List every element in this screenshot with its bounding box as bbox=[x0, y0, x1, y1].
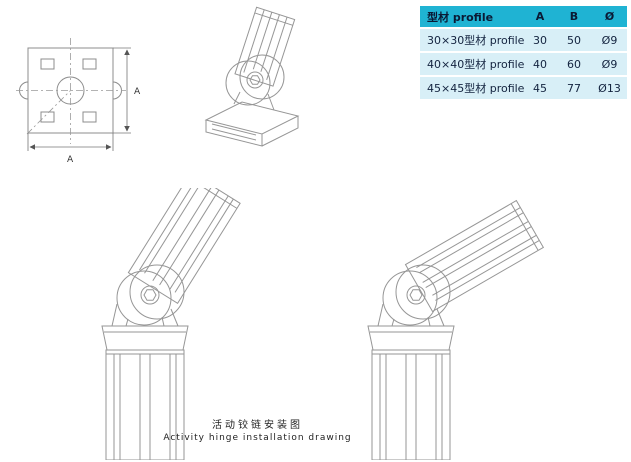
cell-profile: 45×45型材 profile bbox=[427, 82, 525, 95]
cell-dia: Ø13 bbox=[598, 81, 621, 95]
cell-b: 60 bbox=[567, 57, 581, 71]
cell-a: 45 bbox=[533, 81, 547, 95]
cell-b: 50 bbox=[567, 33, 581, 47]
header-a: A bbox=[535, 10, 545, 23]
profile-spec-table: 型材 profile A B Ø 30×30型材 profile 30 50 Ø… bbox=[420, 6, 627, 99]
caption-english: Activity hinge installation drawing bbox=[163, 433, 352, 443]
header-b: B bbox=[569, 10, 579, 23]
cell-dia: Ø9 bbox=[601, 33, 618, 47]
cell-a: 40 bbox=[533, 57, 547, 71]
cell-profile: 40×40型材 profile bbox=[427, 58, 525, 71]
table-row: 45×45型材 profile 45 77 Ø13 bbox=[420, 77, 627, 99]
dim-label-vertical: A bbox=[134, 87, 141, 97]
cell-dia: Ø9 bbox=[601, 57, 618, 71]
front-view-drawing: A A bbox=[14, 38, 164, 173]
hinge-install-left-drawing bbox=[58, 188, 268, 460]
cell-b: 77 bbox=[567, 81, 581, 95]
caption-chinese: 活动铰链安装图 bbox=[212, 420, 303, 431]
spec-table-header-row: 型材 profile A B Ø bbox=[420, 6, 627, 27]
header-dia: Ø bbox=[604, 10, 615, 23]
table-row: 30×30型材 profile 30 50 Ø9 bbox=[420, 29, 627, 51]
cell-a: 30 bbox=[533, 33, 547, 47]
cell-profile: 30×30型材 profile bbox=[427, 34, 525, 47]
header-profile: 型材 profile bbox=[427, 10, 494, 24]
hinge-3d-drawing bbox=[178, 4, 323, 162]
drawing-caption: 活动铰链安装图 Activity hinge installation draw… bbox=[150, 416, 365, 443]
hinge-install-right-drawing bbox=[328, 192, 546, 460]
table-row: 40×40型材 profile 40 60 Ø9 bbox=[420, 53, 627, 75]
dim-label-horizontal: A bbox=[67, 155, 74, 165]
